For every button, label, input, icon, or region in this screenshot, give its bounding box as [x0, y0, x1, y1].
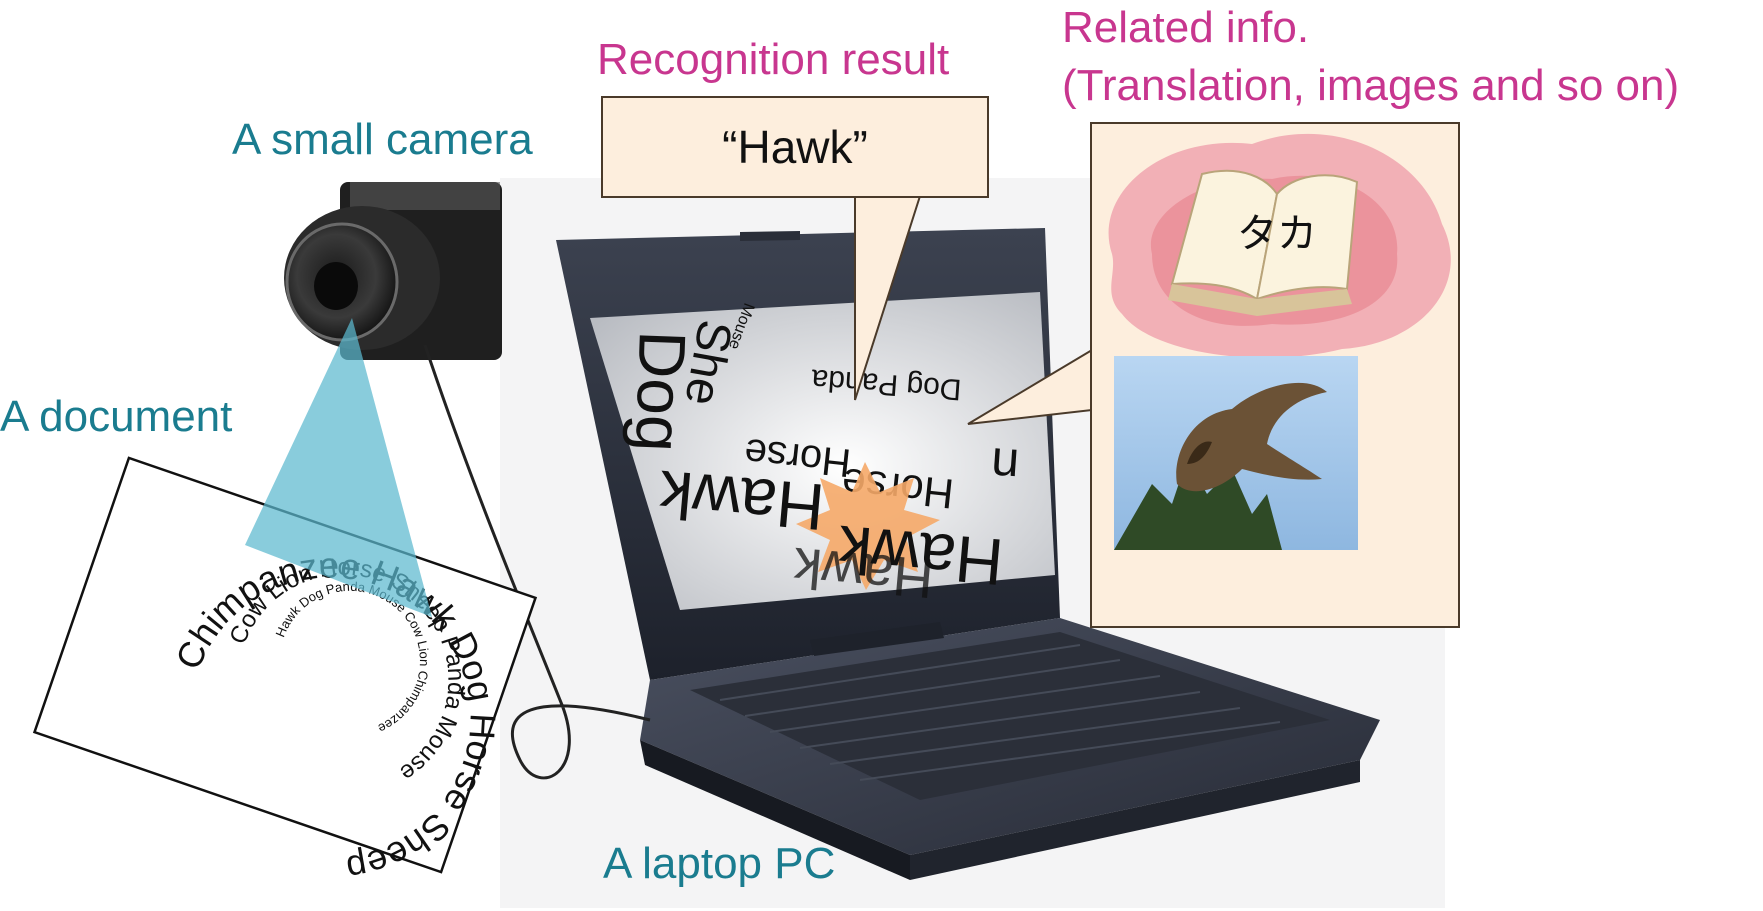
usb-cable: [423, 344, 651, 780]
screen-word-hawk-center: Hawk: [790, 536, 936, 611]
trackpad-strip: [810, 622, 944, 656]
related-info-panel: タカ: [1090, 122, 1460, 628]
recognition-result-value: “Hawk”: [722, 121, 868, 173]
laptop-screen: [590, 292, 1055, 610]
screen-word-n: n: [989, 437, 1021, 495]
screen-word-hawk-right: Hawk: [834, 512, 1006, 600]
laptop-illustration: [556, 228, 1380, 880]
translation-text: タカ: [1237, 211, 1317, 257]
webcam-notch: [740, 231, 800, 241]
screen-word-hawk-left: Hawk: [655, 457, 827, 545]
camera-lens-glass: [314, 262, 358, 310]
camera-view-beam: [245, 318, 432, 617]
related-info-illustrations: [1108, 133, 1451, 550]
label-laptop: A laptop PC: [603, 839, 836, 888]
label-related-info-line2: (Translation, images and so on): [1062, 61, 1680, 110]
screen-content: Dog She Mouse Dog Panda Horse n Horse Ha…: [622, 301, 1021, 611]
keyboard-keys: [719, 644, 1281, 781]
screen-word-dog: Dog: [622, 330, 700, 454]
recognition-highlight-star: [796, 462, 940, 590]
label-related-info-line1: Related info.: [1062, 3, 1310, 52]
laptop-side-edge: [910, 760, 1360, 880]
camera-illustration: [284, 182, 502, 360]
label-recognition-result: Recognition result: [597, 35, 950, 84]
hawk-photo-content: [1114, 382, 1327, 550]
keyboard-area: [690, 632, 1330, 800]
open-book-icon: [1168, 169, 1359, 316]
recognition-result-box: “Hawk”: [601, 96, 989, 198]
label-document: A document: [0, 392, 233, 441]
laptop-front-edge: [640, 740, 910, 880]
label-camera: A small camera: [232, 115, 533, 164]
